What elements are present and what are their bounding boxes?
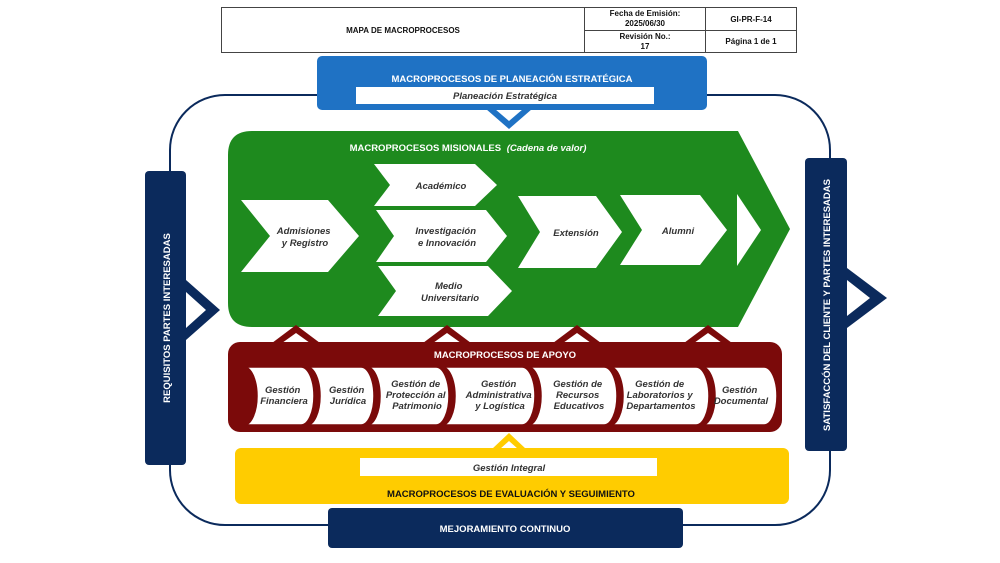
apoyo-patrimonio-line-1: Gestión de [391, 379, 441, 390]
admisiones-line-1: Admisiones [276, 226, 331, 237]
admisiones-label: Admisiones y Registro [276, 226, 334, 249]
fecha-label: Fecha de Emisión: [609, 9, 681, 18]
apoyo-label-documental: Gestión Documental [714, 385, 769, 407]
apoyo-laboratorios-line-1: Gestión de [635, 379, 685, 390]
apoyo-patrimonio-line-3: Patrimonio [392, 401, 442, 412]
apoyo-label-recursos: Gestión de Recursos Educativos [553, 379, 605, 412]
apoyo-administrativa-line-2: Administrativa [465, 390, 532, 401]
satisfaccion-bar [805, 158, 847, 451]
requisitos-title: REQUISITOS PARTES INTERESADAS [162, 233, 173, 403]
apoyo-laboratorios-line-2: Laboratorios y [627, 390, 694, 401]
apoyo-administrativa-line-3: y Logística [474, 401, 525, 412]
apoyo-patrimonio-line-2: Protección al [386, 390, 446, 401]
planeacion-item-box [356, 87, 654, 104]
apoyo-juridica-line-1: Gestión [329, 385, 365, 396]
document-title-cell: MAPA DE MACROPROCESOS [221, 7, 585, 53]
evaluacion-item: Gestión Integral [473, 463, 546, 474]
planeacion-title: MACROPROCESOS DE PLANEACIÓN ESTRATÉGICA [391, 73, 632, 85]
revision-value: 17 [640, 41, 650, 51]
evaluacion-item-box [360, 458, 657, 476]
medio-line-1: Medio [435, 281, 463, 292]
misionales-subtitle: (Cadena de valor) [507, 143, 587, 154]
revision-label: Revisión No.: [619, 31, 671, 41]
alumni-chevron [620, 195, 727, 265]
apoyo-item-documental [701, 366, 778, 426]
satisfaccion-arrow-inner [847, 280, 870, 316]
apoyo-label-patrimonio: Gestión de Protección al Patrimonio [386, 379, 448, 412]
revision-cell: Revisión No.: 17 [584, 30, 706, 53]
investigacion-line-2: e Innovación [418, 238, 476, 249]
misionales-end-arrow [737, 194, 761, 266]
apoyo-laboratorios-line-3: Departamentos [626, 401, 695, 412]
apoyo-label-laboratorios: Gestión de Laboratorios y Departamentos [626, 379, 695, 412]
apoyo-financiera-line-1: Gestión [265, 385, 301, 396]
apoyo-juridica-line-2: Jurídica [330, 396, 366, 407]
apoyo-item-administrativa [441, 366, 536, 426]
apoyo-items: Gestión Financiera Gestión Jurídica Gest… [243, 366, 778, 426]
extension-chevron [518, 196, 622, 268]
apoyo-documental-line-1: Gestión [722, 385, 758, 396]
investigacion-line-1: Investigación [415, 226, 476, 237]
apoyo-recursos-line-3: Educativos [554, 401, 605, 412]
misionales-title-main: MACROPROCESOS MISIONALES [350, 143, 502, 154]
apoyo-recursos-line-2: Recursos [556, 390, 599, 401]
academico-label: Académico [415, 181, 467, 192]
academico-chevron [374, 164, 497, 206]
apoyo-item-laboratorios [609, 366, 710, 426]
apoyo-title: MACROPROCESOS DE APOYO [434, 350, 576, 361]
connector-1-inner [282, 333, 310, 343]
page-number: Página 1 de 1 [725, 37, 777, 46]
alumni-label: Alumni [661, 226, 695, 237]
apoyo-item-financiera [243, 366, 315, 426]
medio-chevron [378, 266, 512, 316]
apoyo-item-recursos [527, 366, 618, 426]
mejoramiento-box [328, 508, 683, 548]
investigacion-label: Investigación e Innovación [415, 226, 478, 249]
apoyo-recursos-line-1: Gestión de [553, 379, 603, 390]
fecha-value: 2025/06/30 [624, 19, 666, 28]
document-title: MAPA DE MACROPROCESOS [346, 25, 460, 35]
connector-4-inner [694, 333, 722, 343]
connector-2-inner [433, 333, 461, 343]
medio-label: Medio Universitario [421, 281, 479, 304]
page-cell: Página 1 de 1 [705, 30, 797, 53]
admisiones-line-2: y Registro [281, 238, 329, 249]
extension-label: Extensión [553, 228, 599, 239]
evaluacion-connector-inner [500, 441, 518, 449]
medio-line-2: Universitario [421, 293, 479, 304]
code-cell: GI-PR-F-14 [705, 7, 797, 31]
requisitos-bar [145, 171, 186, 465]
apoyo-administrativa-line-1: Gestión [481, 379, 517, 390]
requisitos-arrow-inner [186, 292, 206, 328]
apoyo-label-administrativa: Gestión Administrativa y Logística [465, 379, 535, 412]
misionales-box [228, 131, 790, 327]
evaluacion-title: MACROPROCESOS DE EVALUACIÓN Y SEGUIMIENT… [387, 488, 635, 500]
misionales-title: MACROPROCESOS MISIONALES (Cadena de valo… [350, 143, 587, 154]
apoyo-label-financiera: Gestión Financiera [260, 385, 308, 407]
apoyo-financiera-line-2: Financiera [260, 396, 308, 407]
connector-3-inner [563, 333, 591, 343]
planeacion-arrow-inner [495, 109, 523, 121]
apoyo-documental-line-2: Documental [714, 396, 769, 407]
fecha-cell: Fecha de Emisión: 2025/06/30 [584, 7, 706, 31]
planeacion-item: Planeación Estratégica [453, 91, 557, 102]
apoyo-item-juridica [306, 366, 375, 426]
satisfaccion-title: SATISFACCÓN DEL CLIENTE Y PARTES INTERES… [821, 179, 833, 431]
document-code: GI-PR-F-14 [730, 14, 772, 24]
mejoramiento-title: MEJORAMIENTO CONTINUO [440, 524, 571, 535]
apoyo-label-juridica: Gestión Jurídica [329, 385, 367, 407]
investigacion-chevron [376, 210, 507, 262]
admisiones-chevron [241, 200, 359, 272]
apoyo-item-patrimonio [366, 366, 450, 426]
